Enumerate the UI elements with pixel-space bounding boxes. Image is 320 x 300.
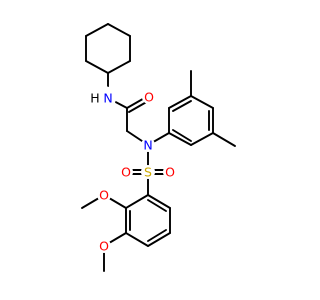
bond [190,95,214,109]
o-mask [119,165,133,179]
bond [125,194,149,209]
s-mask [141,165,155,179]
bond [147,194,171,209]
atom-label-hydrogen: H [90,91,99,106]
bond [125,232,149,247]
bond [168,95,192,109]
atom-label-carbonyl-oxygen: O [144,90,154,105]
bond [147,229,167,242]
bond [172,100,192,112]
o-mask [163,165,177,179]
o-mask [97,239,111,253]
atom-label-sulfonyl-oxygen-left: O [121,165,131,180]
atom-label-methoxy-oxygen-4: O [99,239,109,254]
bond [107,60,131,74]
bond [85,60,109,74]
atom-labels: H N O N S O O O O [90,86,177,254]
atom-label-sulfur: S [144,165,152,180]
atom-label-sulfonamide-nitrogen: N [143,138,152,153]
n-mask [141,138,155,152]
bond [85,23,109,37]
bond [172,129,192,142]
atom-label-amide-nitrogen: N [103,91,112,106]
bond [147,199,167,212]
bond [168,132,192,146]
atom-label-methoxy-oxygen-3: O [99,188,109,203]
bond [212,132,236,147]
molecule-structure: H N O N S O O O O [81,23,236,272]
bond [190,132,214,146]
atom-label-sulfonyl-oxygen-right: O [165,165,175,180]
bonds [81,23,236,272]
bond [147,232,171,247]
nh-mask [92,86,116,110]
bond [107,23,131,37]
o-mask [142,90,156,104]
o-mask [97,188,111,202]
